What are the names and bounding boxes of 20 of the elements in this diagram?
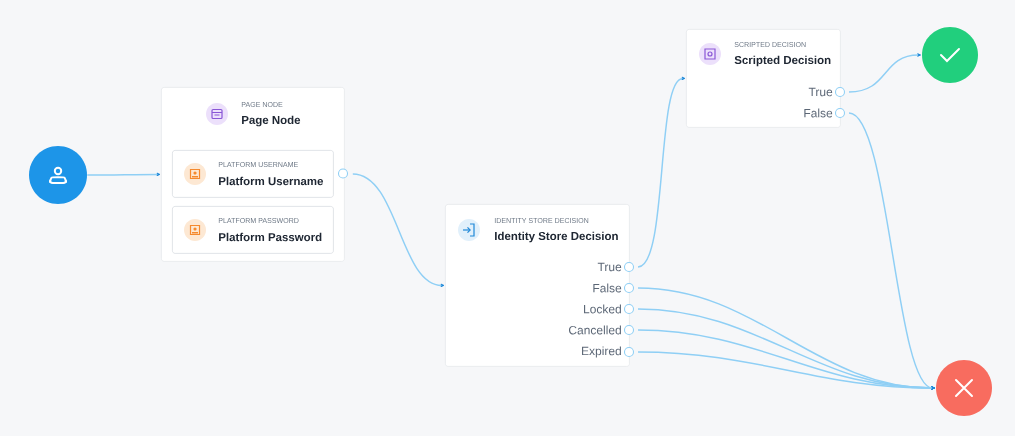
end-circle: [922, 27, 978, 83]
node-title: Page Node: [242, 115, 301, 127]
connector: [86, 172, 161, 177]
node-title: Platform Password: [219, 232, 322, 242]
connector: [848, 112, 936, 390]
outcome-label: False: [804, 108, 833, 118]
outcome-label: True: [597, 262, 622, 272]
node-title: Platform Username: [219, 176, 323, 186]
outcome-label: True: [808, 87, 833, 97]
node-title: Scripted Decision: [734, 55, 831, 67]
node-title: Identity Store Decision: [495, 231, 618, 243]
connector: [637, 76, 686, 268]
outcome-label: Locked: [584, 304, 621, 314]
outcome-label: False: [593, 283, 622, 293]
start-circle: [29, 146, 87, 204]
outcome-label: Cancelled: [569, 325, 621, 335]
connector: [848, 53, 922, 93]
end-circle: [936, 360, 992, 416]
connector: [352, 173, 445, 288]
outcome-label: Expired: [582, 346, 621, 358]
